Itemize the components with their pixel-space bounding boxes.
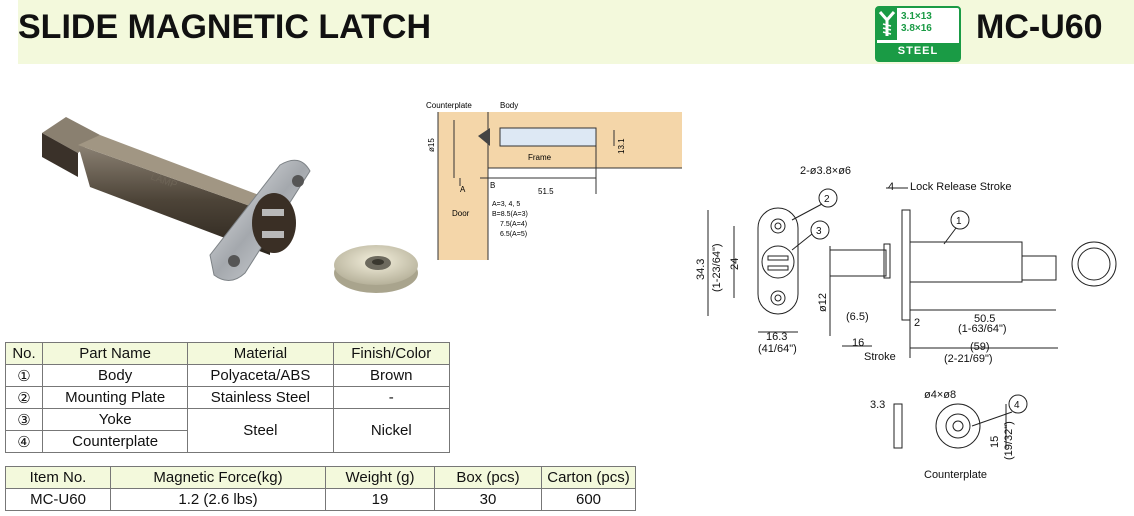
label-59: (59)	[970, 341, 990, 353]
label-4: 4	[888, 181, 894, 193]
screw-sizes: 3.1×13 3.8×16	[901, 11, 932, 35]
cell-no: ②	[5, 386, 43, 409]
th-item: Item No.	[5, 466, 111, 489]
label-6-5: (6.5)	[846, 311, 869, 323]
label-16-3: 16.3	[766, 331, 787, 343]
cell-carton: 600	[541, 488, 636, 511]
cell-material: Stainless Steel	[187, 386, 334, 409]
label-b: B	[490, 181, 495, 190]
label-13-1: 13.1	[617, 138, 626, 154]
callout-4: 4	[1014, 400, 1020, 411]
th-part-name: Part Name	[41, 342, 189, 365]
label-50-5: 50.5	[974, 313, 995, 325]
label-16-3-in: (41/64")	[758, 343, 797, 355]
note-b1: B=8.5(A=3)	[492, 211, 528, 218]
label-16: 16	[852, 337, 864, 349]
cell-name: Counterplate	[41, 430, 189, 453]
label-holes: 2-ø3.8×ø6	[800, 165, 851, 177]
installation-diagram: Counterplate Body Frame Door A B ø15 51.…	[420, 98, 682, 265]
parts-table: No. Part Name Material Finish/Color ① Bo…	[5, 342, 451, 453]
material-badge: 3.1×13 3.8×16 STEEL	[875, 6, 961, 62]
th-material: Material	[187, 342, 334, 365]
label-3-3: 3.3	[870, 399, 885, 411]
th-finish: Finish/Color	[332, 342, 451, 365]
cell-no: ③	[5, 408, 43, 431]
cell-finish: Nickel	[332, 408, 451, 453]
note-b2: 7.5(A=4)	[500, 221, 527, 228]
screw-icon	[877, 8, 897, 40]
label-15-in: (19/32")	[1003, 421, 1015, 460]
table-row: ④ Counterplate	[5, 430, 450, 453]
label-59-in: (2-21/69")	[944, 353, 993, 365]
cell-material: Polyaceta/ABS	[187, 364, 334, 387]
label-2: 2	[914, 317, 920, 329]
label-34-3-in: (1-23/64")	[711, 243, 723, 292]
label-24: 24	[729, 258, 741, 270]
cell-item: MC-U60	[5, 488, 111, 511]
model-number: MC-U60	[976, 8, 1103, 46]
cell-box: 30	[434, 488, 542, 511]
cell-name: Yoke	[41, 408, 189, 431]
table-row: ② Mounting Plate Stainless Steel -	[5, 386, 451, 409]
label-lock-release: Lock Release Stroke	[910, 181, 1012, 193]
cell-no: ①	[5, 364, 43, 387]
label-counterplate-2: Counterplate	[924, 469, 987, 481]
cell-name: Mounting Plate	[41, 386, 189, 409]
label-dia4x8: ø4×ø8	[924, 389, 956, 401]
mount-hole-icon	[292, 175, 304, 187]
th-force: Magnetic Force(kg)	[110, 466, 326, 489]
screw-size-2: 3.8×16	[901, 23, 932, 34]
label-frame: Frame	[528, 153, 552, 162]
label-door: Door	[452, 209, 470, 218]
dimension-diagram: 2-ø3.8×ø6 4 Lock Release Stroke 2 3 1 4 …	[695, 160, 1132, 495]
steel-label: STEEL	[877, 43, 959, 60]
callout-3: 3	[816, 226, 822, 237]
note-a: A=3, 4, 5	[492, 201, 520, 208]
label-a: A	[460, 185, 466, 194]
label-stroke: Stroke	[864, 351, 896, 363]
th-weight: Weight (g)	[325, 466, 435, 489]
callout-1: 1	[956, 216, 962, 227]
page-title: SLIDE MAGNETIC LATCH	[18, 8, 432, 46]
note-b3: 6.5(A=5)	[500, 231, 527, 238]
th-no: No.	[5, 342, 43, 365]
table-row: ③ Yoke Steel Nickel	[5, 408, 451, 453]
label-34-3: 34.3	[696, 259, 707, 280]
cell-material: Steel	[187, 408, 334, 453]
th-carton: Carton (pcs)	[541, 466, 636, 489]
th-box: Box (pcs)	[434, 466, 542, 489]
label-dia12: ø12	[817, 293, 829, 312]
spec-table: Item No. Magnetic Force(kg) Weight (g) B…	[5, 466, 636, 511]
mount-hole-icon	[228, 255, 240, 267]
label-50-5-in: (1-63/64")	[958, 323, 1007, 335]
cell-name: Body	[41, 364, 189, 387]
cell-finish: Brown	[332, 364, 451, 387]
cell-finish: -	[332, 386, 451, 409]
table-row: MC-U60 1.2 (2.6 lbs) 19 30 600	[5, 488, 636, 511]
label-dia15: ø15	[427, 138, 436, 152]
callout-2: 2	[824, 194, 830, 205]
screw-size-1: 3.1×13	[901, 11, 932, 22]
label-counterplate: Counterplate	[426, 101, 472, 110]
cell-force: 1.2 (2.6 lbs)	[110, 488, 326, 511]
label-15: 15	[989, 436, 1001, 448]
cell-weight: 19	[325, 488, 435, 511]
table-row: ① Body Polyaceta/ABS Brown	[5, 364, 451, 387]
header-band: SLIDE MAGNETIC LATCH 3.1×13 3.8×16 STEEL…	[18, 0, 1134, 64]
label-body: Body	[500, 101, 518, 110]
product-photo: LAMP	[30, 105, 440, 300]
cell-no: ④	[5, 430, 43, 453]
label-51-5: 51.5	[538, 187, 554, 196]
